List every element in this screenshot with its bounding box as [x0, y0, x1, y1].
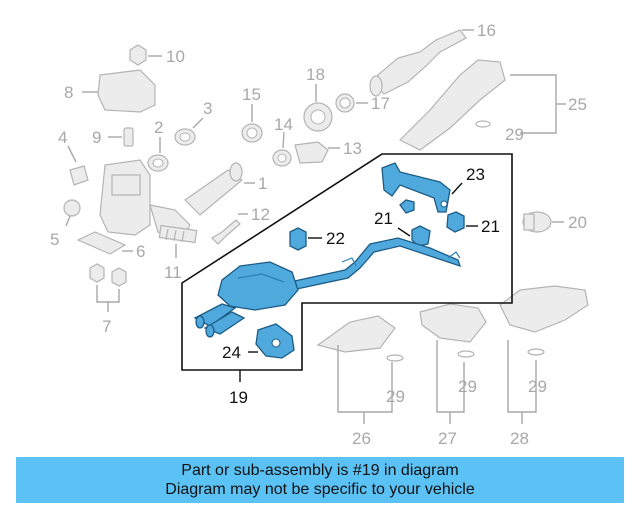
- callout-2: 2: [154, 118, 163, 137]
- callout-1: 1: [258, 174, 267, 193]
- callout-5: 5: [50, 230, 59, 249]
- part-3-gasket: 3: [174, 99, 212, 146]
- part-28-heat-shield: 28 29: [499, 285, 589, 448]
- part-16-front-pipe: 16: [369, 21, 496, 97]
- callout-7: 7: [102, 317, 111, 336]
- part-5-nut: 5: [50, 199, 81, 249]
- callout-21-left: 21: [374, 209, 393, 228]
- callout-19: 19: [229, 388, 248, 407]
- part-7-nuts: 7: [89, 263, 127, 336]
- part-23-crossmember: 23: [381, 162, 485, 213]
- callout-6: 6: [136, 242, 145, 261]
- callout-18: 18: [306, 65, 325, 84]
- callout-17: 17: [371, 94, 390, 113]
- callout-29-left: 29: [386, 387, 405, 406]
- part-24-bracket: 24: [222, 323, 295, 362]
- callout-8: 8: [64, 83, 73, 102]
- part-14-ring: 14: [272, 115, 293, 167]
- part-11-flex-pipe: 11: [158, 224, 198, 282]
- part-21-hanger-left: 21: [374, 199, 431, 247]
- part-13-flange: 13: [294, 139, 362, 164]
- part-15-ring: 15: [241, 85, 263, 143]
- part-26-heat-shield: 26 29: [316, 315, 405, 448]
- callout-21-right: 21: [481, 217, 500, 236]
- part-19-muffler-assembly: [193, 237, 462, 338]
- callout-11: 11: [164, 263, 182, 282]
- callout-14: 14: [274, 115, 293, 134]
- callout-24: 24: [222, 343, 241, 362]
- callout-28: 28: [510, 429, 529, 448]
- callout-15: 15: [242, 85, 261, 104]
- part-9-pin: 9: [92, 127, 134, 147]
- part-12-bolt: 12: [211, 205, 270, 245]
- part-8-mount: 8: [64, 69, 156, 113]
- callout-3: 3: [203, 99, 212, 118]
- parts-diagram: 10 8 9 3 2 4 1: [50, 21, 589, 448]
- part-10-nut: 10: [129, 44, 185, 66]
- part-1-pipe: 1: [184, 162, 267, 216]
- callout-12: 12: [251, 205, 270, 224]
- part-4-cap: 4: [58, 128, 89, 186]
- callout-29-mid: 29: [458, 377, 477, 396]
- callout-20: 20: [568, 213, 587, 232]
- part-20-clamp: 20: [522, 211, 587, 233]
- part-18-ring: 18: [303, 65, 333, 132]
- callout-9: 9: [92, 128, 101, 147]
- callout-26: 26: [352, 429, 371, 448]
- subassembly-19-frame: [181, 153, 513, 371]
- callout-22: 22: [326, 229, 345, 248]
- callout-13: 13: [343, 139, 362, 158]
- part-2-gasket: 2: [147, 118, 169, 172]
- part-22-hanger: 22: [289, 227, 345, 251]
- part-17-ring: 17: [335, 93, 390, 113]
- info-banner: Part or sub-assembly is #19 in diagram D…: [16, 457, 624, 503]
- callout-25: 25: [568, 95, 587, 114]
- banner-line-2: Diagram may not be specific to your vehi…: [165, 481, 475, 498]
- callout-27: 27: [438, 429, 457, 448]
- part-6-plate: 6: [76, 231, 145, 261]
- callout-16: 16: [477, 21, 496, 40]
- part-21-hanger-right: 21: [446, 211, 500, 236]
- callout-29-right: 29: [528, 377, 547, 396]
- callout-23: 23: [466, 165, 485, 184]
- callout-29-top: 29: [505, 125, 524, 144]
- part-25-heat-shield: 25 29: [398, 59, 587, 151]
- part-27-heat-shield: 27 29: [419, 303, 487, 448]
- callout-10: 10: [166, 47, 185, 66]
- banner-line-1: Part or sub-assembly is #19 in diagram: [181, 462, 459, 479]
- callout-4: 4: [58, 128, 67, 147]
